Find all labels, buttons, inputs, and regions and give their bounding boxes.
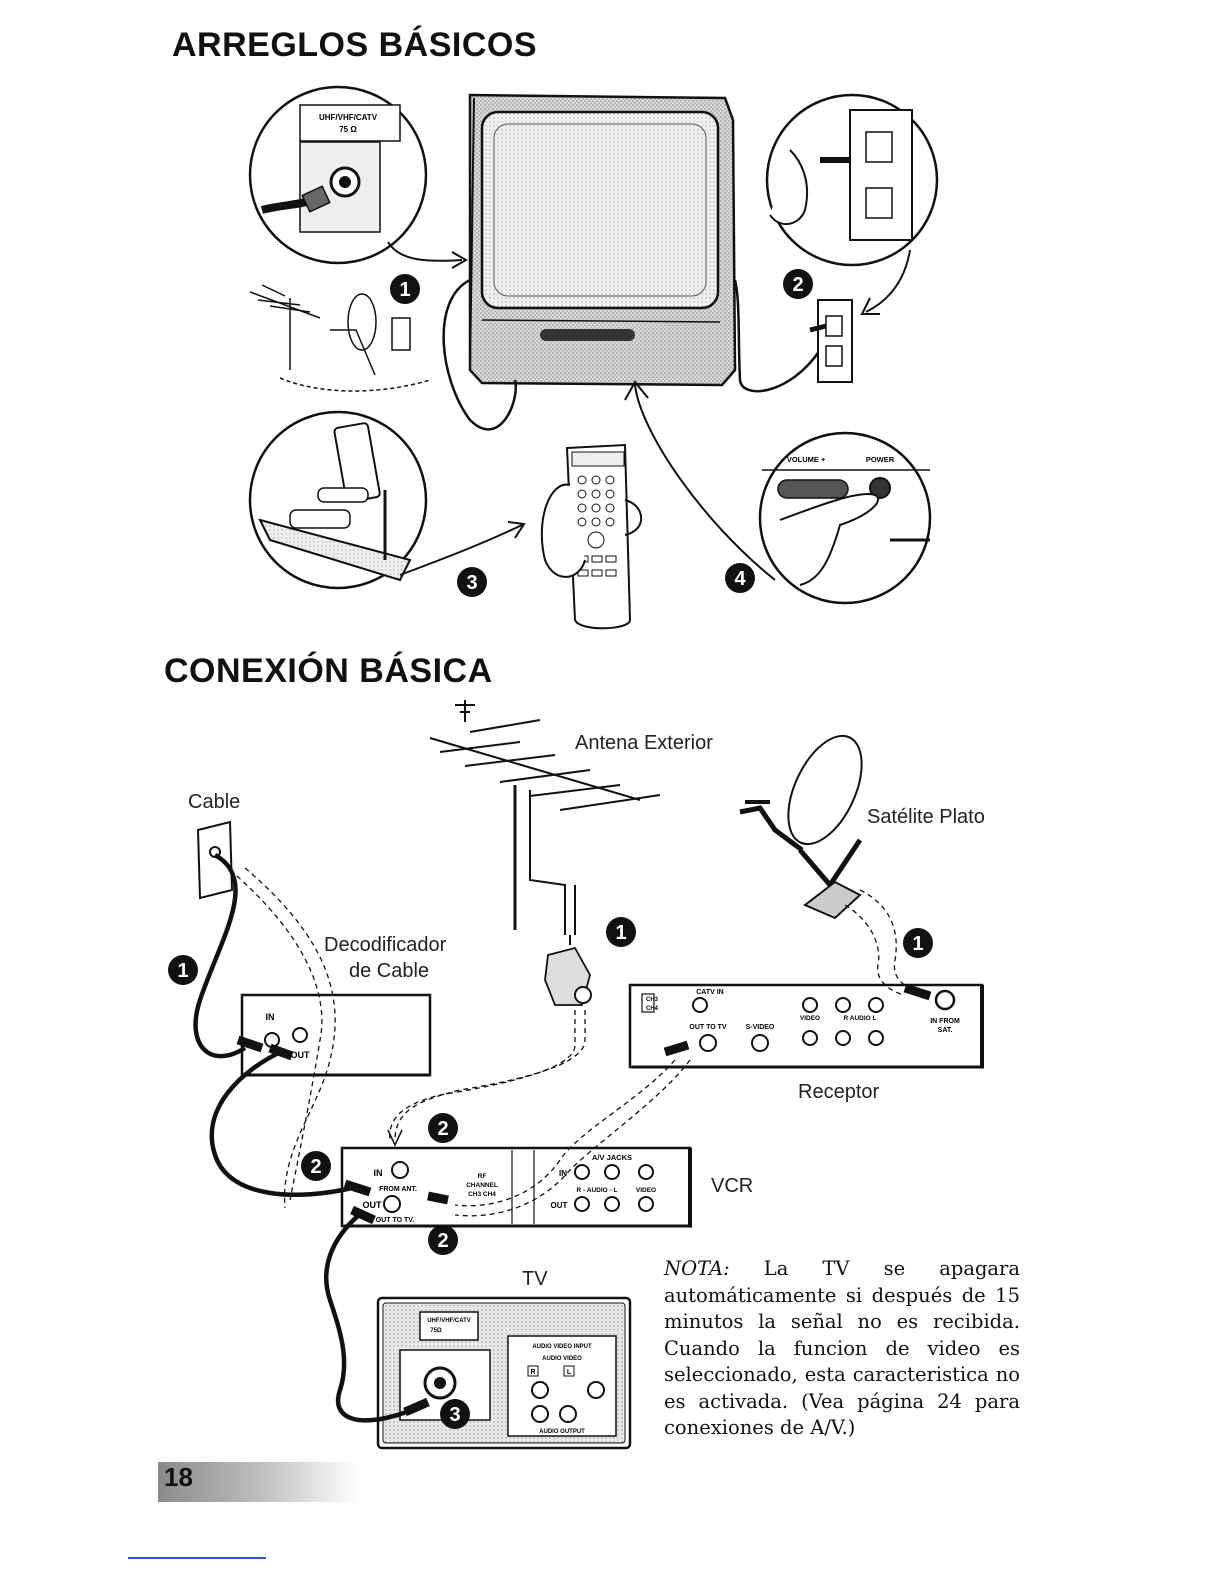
power-plug-callout xyxy=(765,93,939,267)
receiver-svideo-label: S-VIDEO xyxy=(746,1024,775,1031)
antenna-jack-label-1: UHF/VHF/CATV xyxy=(319,113,378,122)
tv-av-header-label: AUDIO VIDEO INPUT xyxy=(532,1344,592,1350)
receiver-out-to-tv-label: OUT TO TV xyxy=(689,1024,727,1031)
vcr-av-out-label: OUT xyxy=(551,1201,568,1210)
satellite-label: Satélite Plato xyxy=(867,806,985,828)
note-paragraph: NOTA: La TV se apagara automáticamente s… xyxy=(664,1256,1020,1442)
svg-text:4: 4 xyxy=(734,568,746,590)
decoder-label-line-2: de Cable xyxy=(349,960,430,982)
svg-text:2: 2 xyxy=(437,1230,448,1252)
tv-av-sub-label: AUDIO VIDEO xyxy=(542,1356,582,1362)
vcr-box xyxy=(340,1146,692,1228)
receiver-label: Receptor xyxy=(798,1081,880,1103)
antenna-label: Antena Exterior xyxy=(575,732,713,754)
step-badge-4: 4 xyxy=(725,563,755,593)
page-number-tab xyxy=(158,1462,358,1502)
tv-audio-output-label: AUDIO OUTPUT xyxy=(539,1429,585,1435)
satellite-dish-drawing xyxy=(739,734,863,920)
tv-r-label: R xyxy=(530,1369,535,1376)
tv-back-panel xyxy=(376,1296,632,1450)
note-text: La TV se apagara automáticamente si desp… xyxy=(664,1257,1020,1439)
receiver-in-from-sat-label-2: SAT. xyxy=(938,1027,953,1034)
decoder-label-line-1: Decodificador xyxy=(324,934,447,956)
section-title-setup: ARREGLOS BÁSICOS xyxy=(172,26,538,64)
dashed-alternative-paths xyxy=(229,867,916,1217)
remote-control-drawing xyxy=(540,443,643,630)
decoder-out-label: OUT xyxy=(291,1050,311,1060)
power-button-callout xyxy=(758,431,932,605)
svg-text:1: 1 xyxy=(912,933,923,955)
vcr-out-to-tv-label: OUT TO TV. xyxy=(376,1217,415,1224)
conn-step-badge-2-bottom: 2 xyxy=(428,1225,458,1255)
receiver-in-from-sat-label-1: IN FROM xyxy=(930,1018,960,1025)
svg-text:1: 1 xyxy=(177,960,188,982)
decoder-in-label: IN xyxy=(266,1012,275,1022)
battery-callout xyxy=(248,410,428,590)
svg-text:2: 2 xyxy=(310,1156,321,1178)
tv-set-drawing xyxy=(468,93,737,387)
vcr-rf-label-2: CHANNEL xyxy=(466,1182,498,1189)
power-label: POWER xyxy=(866,455,895,464)
receiver-audio-label: R AUDIO L xyxy=(844,1015,877,1022)
svg-text:3: 3 xyxy=(466,572,477,594)
vcr-out-label: OUT xyxy=(363,1200,383,1210)
tv-label: TV xyxy=(522,1268,548,1290)
conn-step-badge-1-antenna: 1 xyxy=(606,917,636,947)
receiver-catv-in-label: CATV IN xyxy=(696,989,723,996)
vcr-audio-label: R - AUDIO - L xyxy=(577,1187,618,1194)
tv-l-label: L xyxy=(567,1369,572,1376)
wall-outlet-small xyxy=(809,299,853,383)
cable-label: Cable xyxy=(188,791,241,813)
step-badge-1: 1 xyxy=(390,274,420,304)
conn-step-badge-3: 3 xyxy=(440,1399,470,1429)
svg-text:3: 3 xyxy=(449,1404,460,1426)
matching-transformer-icon xyxy=(544,946,592,1006)
conn-step-badge-2-top: 2 xyxy=(428,1113,458,1143)
bottom-rule xyxy=(128,1557,266,1559)
antenna-jack-label-2: 75 Ω xyxy=(339,125,357,134)
outdoor-antenna-drawing xyxy=(429,700,661,945)
conn-step-badge-1-satellite: 1 xyxy=(903,928,933,958)
svg-text:1: 1 xyxy=(399,279,410,301)
vcr-av-jacks-label: A/V JACKS xyxy=(592,1153,632,1162)
svg-text:2: 2 xyxy=(437,1118,448,1140)
tv-jack-label-1: UHF/VHF/CATV xyxy=(427,1318,471,1324)
note-label: NOTA: xyxy=(664,1257,730,1280)
volume-label: – VOLUME + xyxy=(781,455,826,464)
cable-decoder-box xyxy=(240,993,432,1077)
vcr-av-in-label: IN xyxy=(559,1169,567,1178)
svg-text:2: 2 xyxy=(792,274,803,296)
vcr-from-ant-label: FROM ANT. xyxy=(379,1186,417,1193)
vcr-rf-label-3: CH3 CH4 xyxy=(468,1191,496,1198)
step-badge-2: 2 xyxy=(783,269,813,299)
antenna-and-dish-sketch xyxy=(249,284,431,392)
receiver-video-label: VIDEO xyxy=(800,1015,820,1022)
section-title-connection: CONEXIÓN BÁSICA xyxy=(164,652,493,690)
connection-diagram: IN OUT CATV IN CH3 CH4 OUT TO TV S-VIDEO… xyxy=(168,700,984,1450)
svg-text:1: 1 xyxy=(615,922,626,944)
vcr-in-label: IN xyxy=(374,1168,383,1178)
page-number: 18 xyxy=(164,1462,193,1492)
conn-step-badge-2-left: 2 xyxy=(301,1151,331,1181)
satellite-receiver-box xyxy=(628,983,984,1069)
receiver-ch4-label: CH4 xyxy=(646,1006,659,1012)
receiver-ch3-label: CH3 xyxy=(646,997,659,1003)
vcr-video-label: VIDEO xyxy=(636,1187,656,1194)
setup-illustration: UHF/VHF/CATV 75 Ω xyxy=(248,85,939,630)
vcr-label: VCR xyxy=(711,1175,754,1197)
antenna-jack-callout xyxy=(248,85,428,265)
conn-step-badge-1-cable: 1 xyxy=(168,955,198,985)
vcr-rf-label-1: RF xyxy=(478,1173,487,1180)
wall-cable-outlet xyxy=(196,820,234,900)
step-badge-3: 3 xyxy=(457,567,487,597)
tv-jack-label-2: 75Ω xyxy=(430,1328,442,1334)
